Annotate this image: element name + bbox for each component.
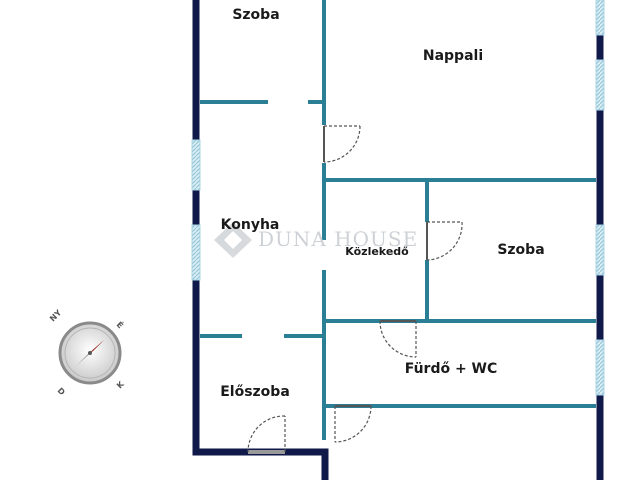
window-right-middle <box>595 224 605 276</box>
door-entrance <box>247 415 286 454</box>
windows <box>191 0 605 396</box>
window-right-upper <box>595 59 605 111</box>
window-left-upper <box>191 139 201 191</box>
window-right-top <box>595 0 605 36</box>
door-furdo <box>379 320 417 358</box>
room-label-furdo-wc: Fürdő + WC <box>405 361 498 377</box>
door-lower-right <box>334 405 372 443</box>
compass-letter-k: K <box>115 379 126 390</box>
window-right-lower <box>595 339 605 396</box>
room-label-kozlekedo: Közlekedő <box>345 245 409 258</box>
outer-walls <box>192 0 604 480</box>
room-label-eloszoba: Előszoba <box>220 384 290 400</box>
door-szoba-right <box>426 221 463 261</box>
compass-letter-e: É <box>115 319 127 331</box>
doors <box>247 125 463 454</box>
watermark-text: DUNA HOUSE <box>258 227 418 251</box>
duna-house-logo-icon <box>214 222 252 258</box>
room-label-szoba-top: Szoba <box>232 7 279 23</box>
door-nappali <box>323 125 361 163</box>
compass: NY É D K <box>48 308 126 397</box>
room-label-szoba-right: Szoba <box>497 242 544 258</box>
room-labels: Szoba Nappali Konyha Közlekedő Szoba Für… <box>220 7 544 400</box>
compass-letter-d: D <box>56 386 67 397</box>
room-label-nappali: Nappali <box>423 48 483 64</box>
window-left-middle <box>191 224 201 281</box>
room-label-konyha: Konyha <box>221 217 280 233</box>
watermark: DUNA HOUSE <box>214 222 418 258</box>
compass-needle-icon <box>76 340 104 366</box>
compass-letter-ny: NY <box>48 308 63 323</box>
